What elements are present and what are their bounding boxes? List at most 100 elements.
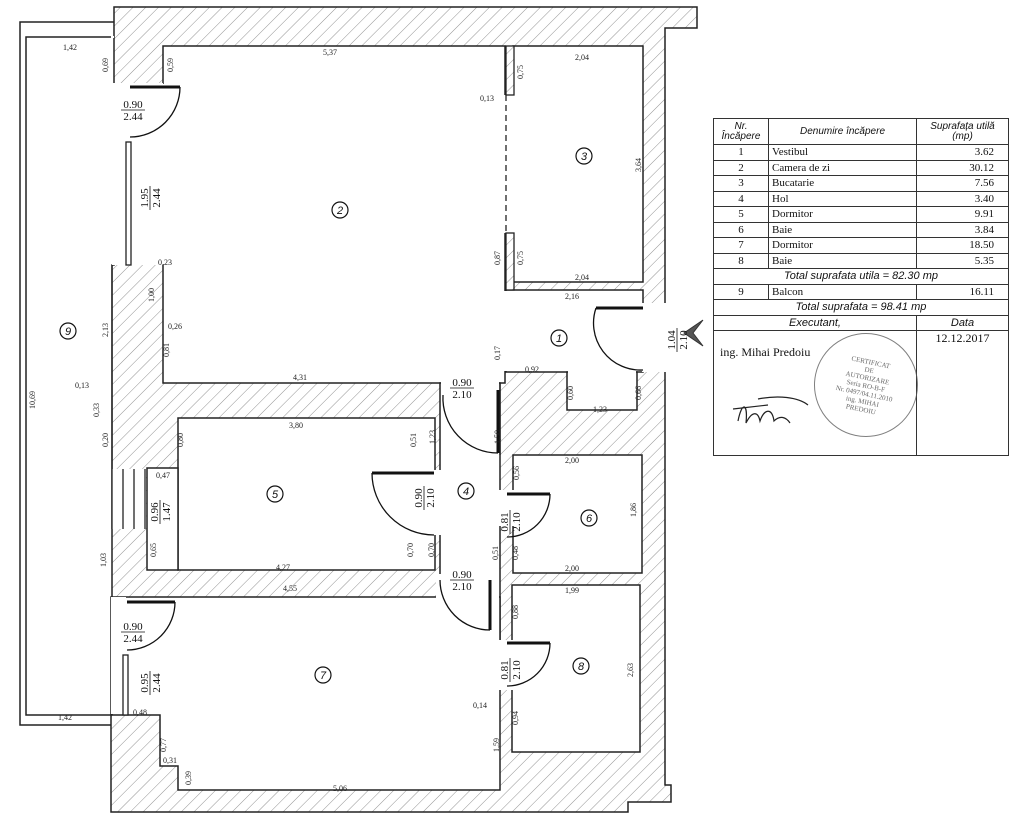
row-nr: 5 [713, 206, 769, 223]
dimension-label: 0,13 [480, 94, 494, 103]
door-height: 2.44 [151, 673, 163, 693]
dimension-label: 1,23 [593, 405, 607, 414]
row-area: 30.12 [916, 159, 1009, 176]
door-swings [126, 85, 644, 687]
door-size-label: 0.902.10 [450, 377, 474, 401]
dimension-label: 4,55 [283, 584, 297, 593]
door-width: 0.90 [452, 377, 472, 389]
row-name: Vestibul [768, 144, 917, 161]
engineer-name: ing. Mihai Predoiu [720, 345, 811, 359]
room-number-text: 9 [65, 326, 71, 338]
door-width: 0.90 [452, 569, 472, 581]
row-area: 18.50 [916, 237, 1009, 254]
dimension-label: 0,94 [511, 711, 520, 725]
dimension-label: 0,66 [634, 386, 643, 400]
dimension-label: 0,65 [149, 543, 158, 557]
dimension-label: 2,63 [626, 663, 635, 677]
door-size-label: 0.902.44 [121, 621, 145, 645]
dimension-label: 0,75 [516, 251, 525, 265]
door-width: 0.95 [139, 673, 151, 693]
room-number-8: 8 [572, 657, 590, 675]
dimension-label: 0,75 [516, 65, 525, 79]
dimension-label: 1,42 [63, 43, 77, 52]
row-name: Bucatarie [768, 175, 917, 192]
entrance-arrow-icon [683, 319, 704, 347]
row-area: 16.11 [916, 283, 1009, 300]
row-name: Camera de zi [768, 159, 917, 176]
rooms-table: Nr. Încăpere Denumire încăpere Suprafața… [713, 118, 1009, 456]
dimension-label: 0,59 [166, 58, 175, 72]
room-number-9: 9 [59, 322, 77, 340]
dimension-label: 1,00 [147, 288, 156, 302]
dimension-label: 0,80 [176, 433, 185, 447]
row-name: Hol [768, 190, 917, 207]
row-area: 7.56 [916, 175, 1009, 192]
room-number-text: 3 [581, 151, 588, 163]
dimension-label: 2,00 [565, 456, 579, 465]
row-name: Balcon [768, 283, 917, 300]
row-area: 5.35 [916, 252, 1009, 269]
dimension-label: 0,60 [566, 386, 575, 400]
row-area: 3.62 [916, 144, 1009, 161]
room-number-text: 8 [578, 661, 585, 673]
dimension-label: 3,64 [634, 158, 643, 172]
executant-label: Executant, [713, 314, 917, 331]
row-nr: 6 [713, 221, 769, 238]
door-width: 0.90 [123, 621, 143, 633]
dimension-label: 0,14 [473, 701, 487, 710]
door-height: 2.10 [425, 488, 437, 508]
dimension-label: 2,00 [565, 564, 579, 573]
dimension-label: 1,99 [565, 586, 579, 595]
dimension-label: 0,51 [409, 433, 418, 447]
dimension-label: 2,04 [575, 53, 589, 62]
room-number-7: 7 [314, 666, 332, 684]
total-util: Total suprafata utila = 82.30 mp [713, 268, 1009, 285]
room-number-3: 3 [575, 147, 593, 165]
room-number-5: 5 [266, 485, 284, 503]
date-value: 12.12.2017 [916, 330, 1009, 456]
dimension-label: 0,48 [133, 708, 147, 717]
dimension-label: 2,16 [565, 292, 579, 301]
dimension-label: 0,23 [158, 258, 172, 267]
dimension-label: 4,31 [293, 373, 307, 382]
dimension-label: 0,88 [511, 605, 520, 619]
row-area: 3.84 [916, 221, 1009, 238]
dimension-label: 2,04 [575, 273, 589, 282]
row-nr: 1 [713, 144, 769, 161]
row-nr: 2 [713, 159, 769, 176]
signature [732, 396, 809, 424]
dimension-label: 0,70 [427, 543, 436, 557]
door-height: 2.44 [123, 111, 143, 123]
dimension-label: 0,20 [101, 433, 110, 447]
room-number-4: 4 [457, 482, 475, 500]
row-nr: 8 [713, 252, 769, 269]
row-name: Baie [768, 252, 917, 269]
dimension-label: 1,59 [492, 738, 501, 752]
door-width: 0.81 [499, 660, 511, 679]
dimension-label: 0,51 [491, 546, 500, 560]
door-height: 2.10 [511, 660, 523, 680]
room-number-text: 5 [272, 489, 279, 501]
room-number-6: 6 [580, 509, 598, 527]
dimension-label: 5,06 [333, 784, 347, 793]
door-height: 2.44 [151, 188, 163, 208]
row-nr: 9 [713, 283, 769, 300]
room-number-text: 2 [336, 205, 343, 217]
dimension-label: 4,27 [276, 563, 290, 572]
dimension-label: 5,37 [323, 48, 337, 57]
door-height: 2.10 [452, 581, 472, 593]
row-nr: 7 [713, 237, 769, 254]
